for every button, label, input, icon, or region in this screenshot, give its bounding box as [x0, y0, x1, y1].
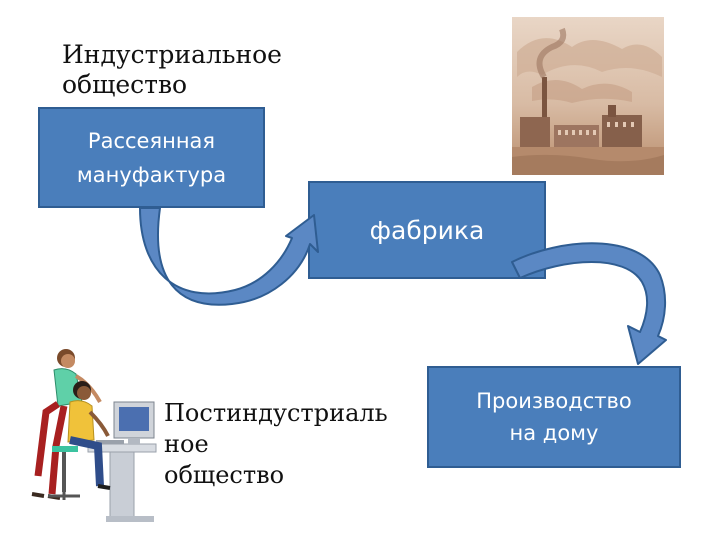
postindustrial-society-title: Постиндустриаль ное общество [164, 399, 388, 489]
industrial-society-title: Индустриальное общество [62, 40, 282, 99]
people-at-computer-image [31, 349, 157, 522]
home-production-box: Производство на дому [427, 366, 681, 468]
curved-arrow-to-home-production-icon [511, 242, 667, 365]
curved-arrow-to-factory-icon [139, 207, 319, 306]
dispersed-manufactory-box: Рассеянная мануфактура [38, 107, 265, 208]
factory-box: фабрика [308, 181, 546, 279]
factory-engraving-image [512, 17, 664, 175]
